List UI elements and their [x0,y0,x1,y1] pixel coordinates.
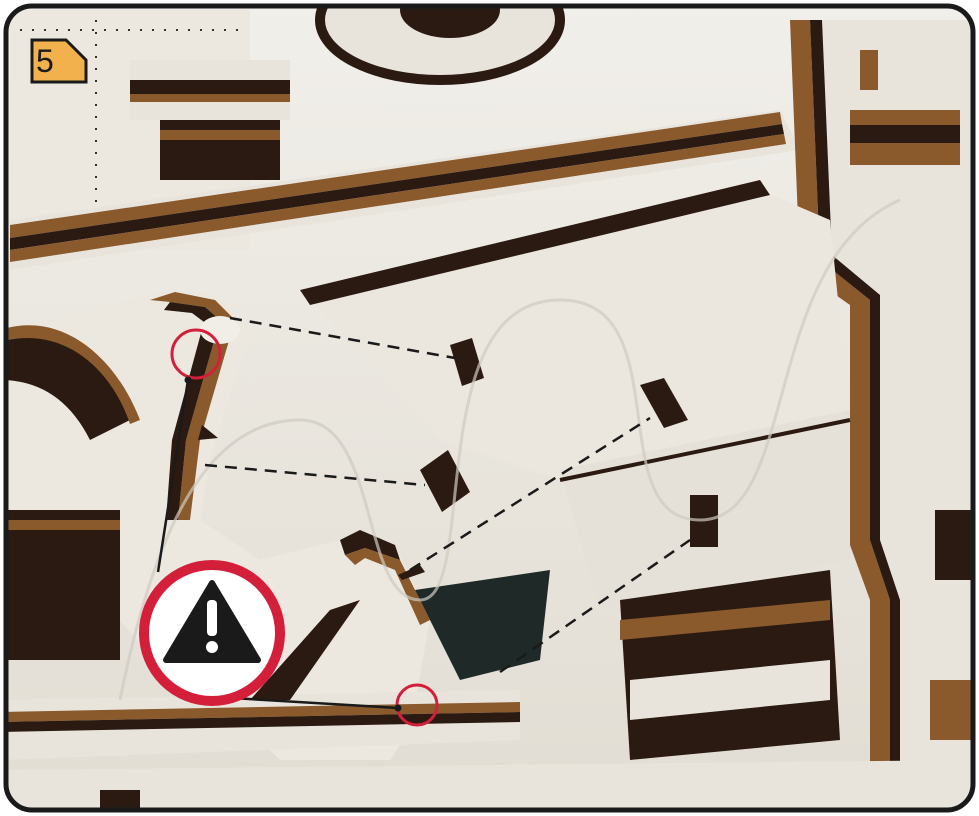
step-number: 5 [36,43,54,79]
step-badge: 5 [32,40,84,82]
top-hub [320,0,560,80]
warning-triangle-icon [144,565,280,701]
